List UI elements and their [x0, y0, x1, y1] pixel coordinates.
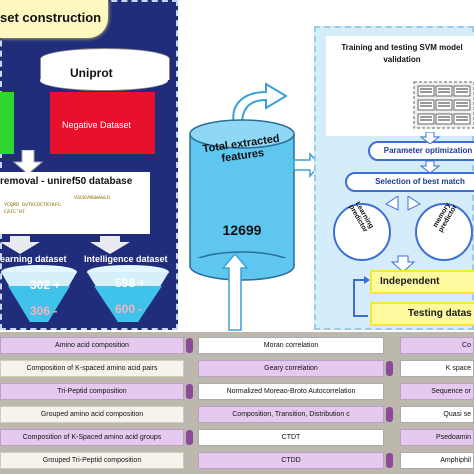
feature-cell: K space	[400, 360, 474, 377]
row-tab-marker	[186, 384, 193, 399]
feature-cell: Normalized Moreao-Broto Autocorrelation	[198, 383, 384, 400]
title-tab	[0, 0, 108, 38]
row-tab-marker	[186, 338, 193, 353]
row-tab-marker	[386, 453, 393, 468]
independent-dataset-box: Independent	[370, 270, 474, 294]
feature-cell: CTDT	[198, 429, 384, 446]
learning-dataset-label: earning dataset	[0, 254, 67, 264]
intelligence-negative-count: 600 -	[115, 302, 143, 316]
redundancy-removal-box	[0, 172, 150, 234]
positive-dataset-block	[0, 92, 14, 154]
curved-arrow-icon	[232, 82, 288, 125]
feature-cell: CTDD	[198, 452, 384, 469]
feature-cell: Amphiphil	[400, 452, 474, 469]
feature-cell: Co	[400, 337, 474, 354]
feature-cell: Composition of K-spaced amino acid pairs	[0, 360, 184, 377]
intelligence-positive-count: 598 +	[115, 276, 146, 290]
panel-title: set construction	[0, 10, 102, 25]
feature-cell: Tri-Peptid composition	[0, 383, 184, 400]
row-tab-marker	[386, 407, 393, 422]
feature-cell: Psedoamin	[400, 429, 474, 446]
row-tab-marker	[186, 430, 193, 445]
redundancy-removal-label: removal - uniref50 database	[0, 176, 133, 187]
down-arrow-icon	[12, 150, 44, 175]
learning-funnel-icon	[1, 265, 77, 322]
sequence-line: YCQRD GVTKCDCTKYKFC	[4, 202, 62, 208]
svm-model-title: Training and testing SVM model validatio…	[341, 43, 463, 64]
features-count: 12699	[222, 222, 262, 238]
negative-dataset-label: Negative Dataset	[62, 120, 132, 130]
feature-cell: Composition of K-Spaced amino acid group…	[0, 429, 184, 446]
testing-dataset-box: Testing datas	[370, 302, 474, 326]
feature-cell: Grouped Tri-Peptid composition	[0, 452, 184, 469]
row-tab-marker	[386, 361, 393, 376]
feature-descriptor-table: Amino acid composition Composition of K-…	[0, 332, 474, 474]
feature-cell: Sequence or	[400, 383, 474, 400]
intelligence-dataset-label: Intelligence dataset	[84, 254, 168, 264]
negative-dataset-block	[50, 92, 155, 154]
feature-cell: Quasi se	[400, 406, 474, 423]
uniprot-db-bottom	[40, 70, 168, 91]
feature-cell: Amino acid composition	[0, 337, 184, 354]
feature-cell: Moran correlation	[198, 337, 384, 354]
split-arrow-icon	[0, 236, 130, 254]
learning-negative-count: 306 -	[30, 304, 58, 318]
up-arrow-icon	[222, 252, 248, 331]
intelligence-funnel-icon	[87, 265, 169, 322]
bracket-arrow-icon	[353, 276, 370, 317]
sequence-line: CAIC'NT	[4, 209, 26, 215]
sequence-samples: VSCKVNGWAGLD YCQRD GVTKCDCTKYKFC CAIC'NT	[4, 195, 144, 216]
best-match-selection-step: Selection of best match	[345, 172, 474, 192]
sequence-line: VSCKVNGWAGLD	[74, 195, 111, 201]
parameter-optimization-step: Parameter optimization	[368, 141, 474, 161]
learning-positive-count: 302 +	[30, 278, 61, 292]
feature-cell: Geary correlation	[198, 360, 384, 377]
predictor-circles	[333, 196, 473, 273]
uniprot-label: Uniprot	[70, 66, 113, 80]
model-grid-icon	[413, 81, 474, 129]
feature-cell: Grouped amino acid composition	[0, 406, 184, 423]
down-arrow-icon	[420, 132, 440, 144]
feature-cell: Composition, Transition, Distribution c	[198, 406, 384, 423]
down-arrow-icon	[420, 161, 440, 173]
